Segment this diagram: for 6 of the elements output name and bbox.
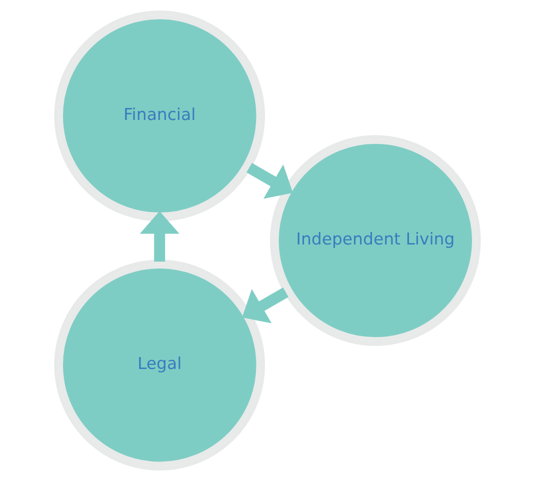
node-circle: Financial — [54, 10, 265, 222]
arrow — [246, 162, 292, 199]
arrow — [242, 288, 288, 324]
node-circle: Legal — [54, 260, 265, 470]
node-circle: Independent Living — [269, 135, 480, 346]
arrow — [139, 211, 179, 262]
